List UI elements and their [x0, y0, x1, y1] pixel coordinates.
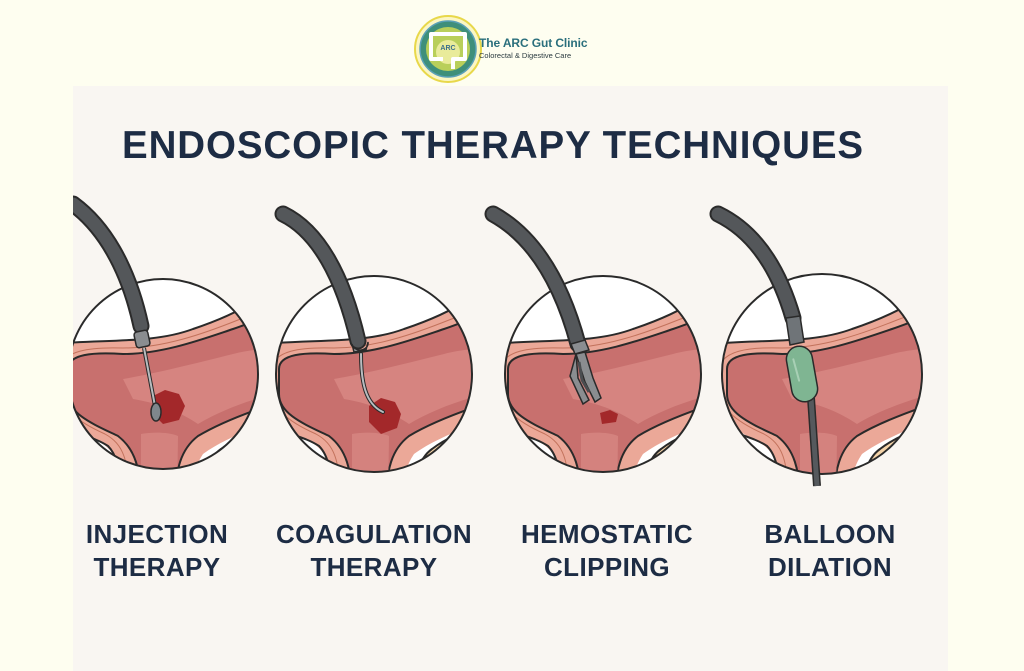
- technique-label-balloon: BALLOON DILATION: [764, 519, 896, 582]
- technique-label-injection: INJECTION THERAPY: [85, 519, 229, 582]
- page-title: ENDOSCOPIC THERAPY TECHNIQUES: [122, 124, 865, 167]
- hemostatic-clipping-illustration: [484, 205, 702, 473]
- svg-text:ARC: ARC: [440, 45, 455, 52]
- coagulation-therapy-illustration: [274, 205, 473, 473]
- brand: The ARC Gut Clinic Colorectal & Digestiv…: [479, 36, 588, 61]
- colon-logo-icon: ARC: [414, 15, 482, 83]
- injection-therapy-illustration: [73, 195, 259, 470]
- technique-label-clipping: HEMOSTATIC CLIPPING: [520, 519, 694, 582]
- brand-tagline: Colorectal & Digestive Care: [479, 51, 572, 60]
- brand-name: The ARC Gut Clinic: [479, 36, 588, 50]
- hemostatic-clip-icon: [569, 351, 602, 406]
- header: ARC The ARC Gut Clinic Colorectal & Dige…: [0, 0, 1024, 86]
- infographic-panel: ENDOSCOPIC THERAPY TECHNIQUES: [73, 86, 948, 671]
- technique-label-coagulation: COAGULATION THERAPY: [275, 519, 472, 582]
- illustrations: [73, 195, 923, 487]
- balloon-dilation-illustration: [709, 205, 923, 487]
